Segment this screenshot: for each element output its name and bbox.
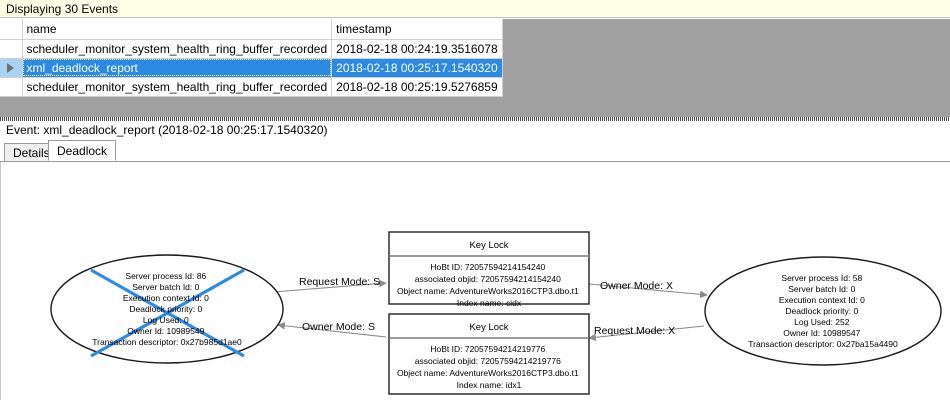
resource-bottom-box[interactable] (388, 313, 590, 395)
table-row[interactable]: scheduler_monitor_system_health_ring_buf… (0, 77, 503, 97)
table-row[interactable]: scheduler_monitor_system_health_ring_buf… (0, 39, 503, 59)
events-grid-scroll-area[interactable]: name timestamp scheduler_monitor_system_… (0, 19, 950, 117)
edge-request-mode-x: Request Mode: X (588, 325, 705, 342)
edge-line (588, 283, 708, 299)
victim-line-1: Server batch Id: 0 (132, 282, 199, 292)
victim-line-2: Execution context Id: 0 (123, 293, 209, 303)
victim-process-text: Server process Id: 86 Server batch Id: 0… (92, 271, 242, 347)
row-selector-current[interactable] (0, 58, 23, 78)
node-resource-key-lock-top[interactable]: Key Lock HoBt ID: 72057594214154240 asso… (388, 231, 590, 308)
grid-corner-header[interactable] (0, 19, 23, 40)
resource-top-line-2: Object name: AdventureWorks2016CTP3.dbo.… (397, 286, 579, 296)
surviving-line-5: Owner Id: 10989547 (783, 328, 860, 338)
resource-top-line-0: HoBt ID: 72057594214154240 (430, 262, 545, 272)
surviving-process-text: Server process Id: 58 Server batch Id: 0… (748, 273, 898, 349)
column-header-name[interactable]: name (22, 19, 333, 40)
node-surviving-process[interactable]: Server process Id: 58 Server batch Id: 0… (704, 256, 942, 366)
event-detail-header: Event: xml_deadlock_report (2018-02-18 0… (0, 121, 950, 139)
surviving-line-1: Server batch Id: 0 (788, 284, 855, 294)
events-status-bar: Displaying 30 Events (0, 0, 950, 18)
edge-label-owner-mode-s: Owner Mode: S (302, 321, 375, 333)
events-grid[interactable]: name timestamp scheduler_monitor_system_… (0, 19, 503, 97)
current-row-arrow-icon (7, 63, 15, 74)
grid-header-row: name timestamp (0, 19, 503, 40)
edge-label-request-mode-s: Request Mode: S (299, 276, 380, 288)
edge-line (272, 279, 387, 293)
resource-bottom-line-0: HoBt ID: 72057594214219776 (430, 344, 545, 354)
cell-name[interactable]: xml_deadlock_report (22, 58, 333, 78)
cell-timestamp[interactable]: 2018-02-18 00:25:17.1540320 (331, 58, 503, 78)
detail-tabstrip: Details Deadlock (0, 140, 950, 162)
resource-top-title: Key Lock (469, 240, 508, 251)
victim-line-5: Owner Id: 10989549 (127, 326, 204, 336)
edge-line (588, 325, 705, 342)
cell-timestamp[interactable]: 2018-02-18 00:24:19.3516078 (331, 39, 503, 59)
resource-bottom-title: Key Lock (469, 322, 508, 333)
victim-cross-line-2 (90, 268, 245, 358)
deadlock-graph-canvas[interactable]: Request Mode: S Owner Mode: X Owner Mode… (0, 162, 950, 400)
edge-label-request-mode-x: Request Mode: X (594, 325, 675, 337)
tab-details[interactable]: Details (4, 143, 59, 161)
victim-line-3: Deadlock priority: 0 (129, 304, 202, 314)
resource-bottom-line-2: Object name: AdventureWorks2016CTP3.dbo.… (397, 368, 579, 378)
node-victim-process[interactable]: Server process Id: 86 Server batch Id: 0… (50, 254, 284, 364)
surviving-line-2: Execution context Id: 0 (779, 295, 865, 305)
resource-top-line-3: Index name: cidx (457, 298, 522, 308)
cell-timestamp[interactable]: 2018-02-18 00:25:19.5276859 (331, 77, 503, 97)
row-selector[interactable] (0, 39, 23, 59)
surviving-process-ellipse[interactable] (704, 256, 942, 366)
cell-name[interactable]: scheduler_monitor_system_health_ring_buf… (22, 77, 333, 97)
edge-request-mode-s: Request Mode: S (272, 276, 387, 293)
resource-bottom-line-1: associated objid: 72057594214219776 (415, 356, 561, 366)
cell-name[interactable]: scheduler_monitor_system_health_ring_buf… (22, 39, 333, 59)
event-detail-title: Event: xml_deadlock_report (2018-02-18 0… (6, 123, 328, 137)
edge-owner-mode-s: Owner Mode: S (277, 321, 387, 338)
victim-line-4: Log Used: 0 (143, 315, 189, 325)
edge-line (277, 321, 387, 338)
resource-top-text: HoBt ID: 72057594214154240 associated ob… (397, 262, 581, 308)
surviving-line-6: Transaction descriptor: 0x27ba15a4490 (748, 339, 898, 349)
edge-label-owner-mode-x: Owner Mode: X (600, 280, 673, 292)
surviving-line-0: Server process Id: 58 (781, 273, 862, 283)
resource-bottom-line-3: Index name: idx1 (457, 380, 522, 390)
resource-top-box[interactable] (388, 231, 590, 305)
victim-line-6: Transaction descriptor: 0x27b985d1ae0 (92, 337, 242, 347)
events-status-text: Displaying 30 Events (6, 1, 119, 16)
table-row-selected[interactable]: xml_deadlock_report 2018-02-18 00:25:17.… (0, 58, 503, 78)
events-panel: Displaying 30 Events name timestamp sche… (0, 0, 950, 121)
grid-horizontal-splitter[interactable] (0, 117, 950, 121)
resource-top-line-1: associated objid: 72057594214154240 (415, 274, 561, 284)
tab-deadlock[interactable]: Deadlock (48, 140, 117, 161)
node-resource-key-lock-bottom[interactable]: Key Lock HoBt ID: 72057594214219776 asso… (388, 313, 590, 395)
resource-bottom-text: HoBt ID: 72057594214219776 associated ob… (397, 344, 581, 390)
edge-owner-mode-x: Owner Mode: X (588, 280, 708, 299)
row-selector[interactable] (0, 77, 23, 97)
surviving-line-3: Deadlock priority: 0 (785, 306, 858, 316)
column-header-timestamp[interactable]: timestamp (331, 19, 503, 40)
surviving-line-4: Log Used: 252 (794, 317, 850, 327)
deadlock-graph-svg: Request Mode: S Owner Mode: X Owner Mode… (50, 231, 942, 395)
victim-line-0: Server process Id: 86 (125, 271, 206, 281)
